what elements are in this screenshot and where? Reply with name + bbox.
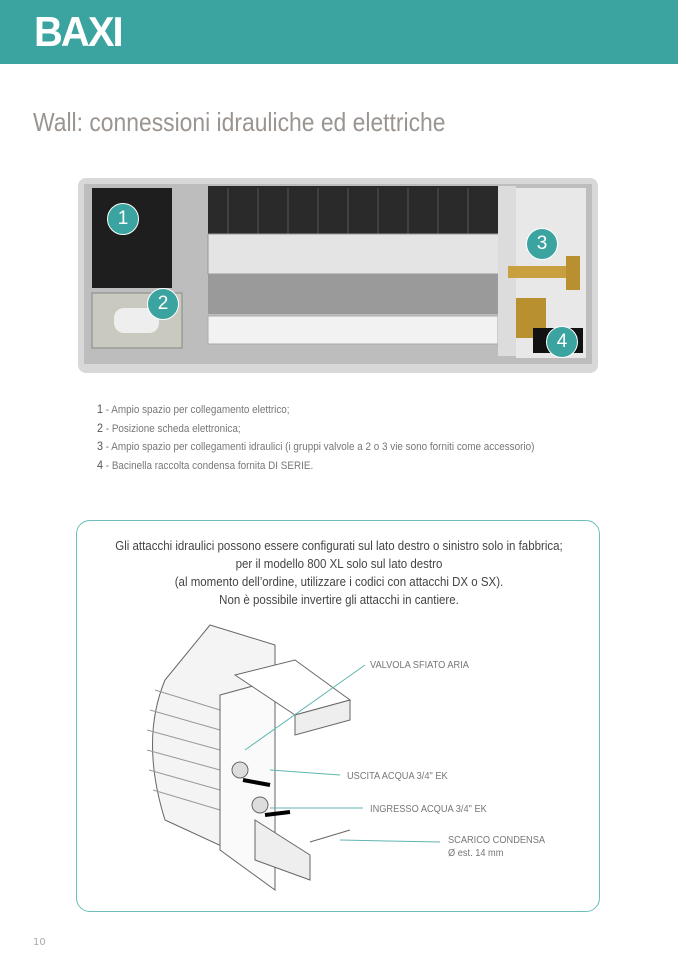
page-title: Wall: connessioni idrauliche ed elettric… [33,107,446,137]
info-note: Gli attacchi idraulici possono essere co… [115,539,563,607]
legend-item: 2 - Posizione scheda elettronica; [97,420,241,435]
unit-photo [78,178,598,373]
legend-list: 1 - Ampio spazio per collegamento elettr… [97,401,534,475]
label-inlet: INGRESSO ACQUA 3/4" EK [370,803,487,815]
badge-2: 2 [147,288,179,320]
badge-3: 3 [526,228,558,260]
label-drain: SCARICO CONDENSA [448,834,546,846]
legend-item: 1 - Ampio spazio per collegamento elettr… [97,402,290,416]
legend-item: 3 - Ampio spazio per collegamenti idraul… [97,439,535,453]
header-bar: BAXI [0,0,678,64]
label-valve: VALVOLA SFIATO ARIA [370,659,469,671]
label-outlet: USCITA ACQUA 3/4" EK [347,770,448,782]
baxi-logo: BAXI [34,8,124,55]
connection-diagram [146,624,441,891]
info-box: Gli attacchi idraulici possono essere co… [76,520,600,912]
badge-1: 1 [107,203,139,235]
label-drain-size: Ø est. 14 mm [448,847,504,859]
badge-4: 4 [546,326,578,358]
legend-item: 4 - Bacinella raccolta condensa fornita … [97,457,314,472]
page-number: 10 [33,937,46,948]
